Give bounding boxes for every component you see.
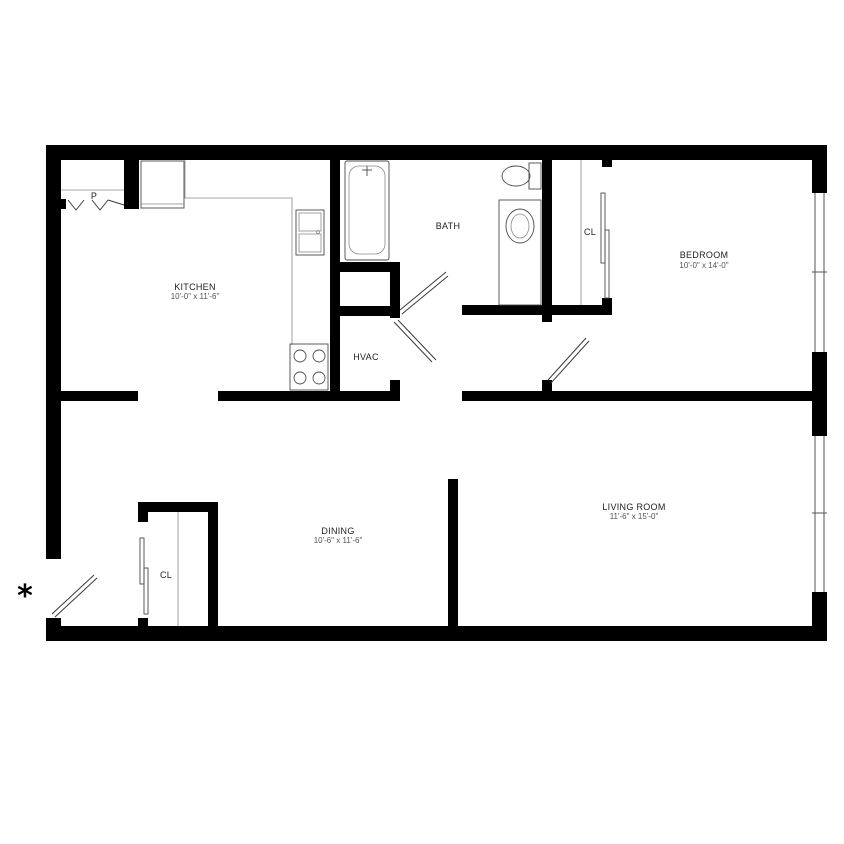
dining-size: 10'-6" x 11'-6"	[314, 536, 363, 545]
entry-closet-label: CL	[160, 570, 172, 580]
wall-left-lower	[46, 618, 61, 641]
kitchen-sink	[295, 209, 325, 256]
wall-right-a	[812, 145, 827, 193]
wall-pantry-right	[124, 145, 139, 209]
closet-slider-1	[600, 192, 606, 264]
wall-closet-stub-bottom	[602, 298, 612, 315]
wall-bath-bedroom	[542, 145, 552, 322]
wall-pantry-left-jamb	[46, 199, 66, 209]
wall-hvac-mid	[330, 306, 400, 316]
wall-mid-center	[218, 391, 400, 401]
living-room-size: 11'-6" x 15'-0"	[610, 512, 659, 521]
wall-kitchen-bath	[330, 145, 340, 401]
bedroom-name: BEDROOM	[680, 250, 729, 260]
hvac-door	[393, 321, 433, 363]
wall-dining-living	[448, 479, 458, 641]
bedroom-door	[547, 337, 587, 381]
kitchen-fixtures	[140, 160, 329, 391]
wall-left-upper	[46, 145, 61, 559]
bedroom-size: 10'-0" x 14'-0"	[679, 261, 728, 270]
refrigerator	[140, 160, 185, 209]
entry-closet-slider-1	[139, 537, 145, 585]
entry-door	[51, 574, 95, 615]
bath-door	[399, 271, 447, 311]
entry-closet-slider-2	[143, 567, 149, 615]
wall-closet-right	[208, 502, 218, 641]
wall-closet-top	[138, 502, 218, 512]
closet-slider-2	[604, 229, 610, 299]
wall-hvac-top	[330, 262, 400, 272]
entry-closet	[139, 512, 179, 626]
wall-mid-right	[462, 391, 827, 401]
wall-top	[46, 145, 827, 160]
living-room-name: LIVING ROOM	[602, 502, 665, 512]
wall-mid-left	[46, 391, 138, 401]
bath-name: BATH	[436, 221, 461, 231]
kitchen-name: KITCHEN	[174, 282, 216, 292]
wall-bath-bottom	[462, 305, 612, 315]
room-labels: KITCHEN 10'-0" x 11'-6" BATH BEDROOM 10'…	[91, 191, 729, 580]
doors	[51, 271, 590, 618]
pantry-doors	[61, 189, 125, 211]
dining-name: DINING	[321, 526, 354, 536]
wall-hvac-right	[390, 262, 400, 318]
wall-bottom	[46, 626, 827, 641]
hvac-name: HVAC	[353, 352, 379, 362]
interior-walls	[46, 145, 827, 641]
exterior-walls	[46, 145, 827, 641]
toilet-tank	[528, 162, 542, 190]
wall-closet-left-top	[138, 502, 148, 522]
bath-fixtures	[344, 160, 542, 306]
entry-asterisk-marker: *	[17, 579, 33, 614]
lavatory-sink	[505, 208, 535, 244]
bedroom-closet-label: CL	[584, 227, 596, 237]
windows	[812, 193, 827, 592]
vanity	[498, 199, 542, 306]
wall-hvac-jamb	[390, 380, 400, 401]
bedroom-closet	[580, 160, 610, 305]
toilet-bowl	[501, 165, 531, 187]
bathtub	[344, 160, 390, 261]
wall-right-c	[812, 592, 827, 641]
kitchen-size: 10'-0" x 11'-6"	[171, 292, 220, 301]
wall-closet-left-bottom	[138, 618, 148, 641]
range	[289, 343, 329, 391]
wall-closet-stub-top	[602, 145, 612, 167]
pantry-label: P	[91, 191, 97, 201]
wall-bedroom-door-jamb	[542, 380, 552, 401]
